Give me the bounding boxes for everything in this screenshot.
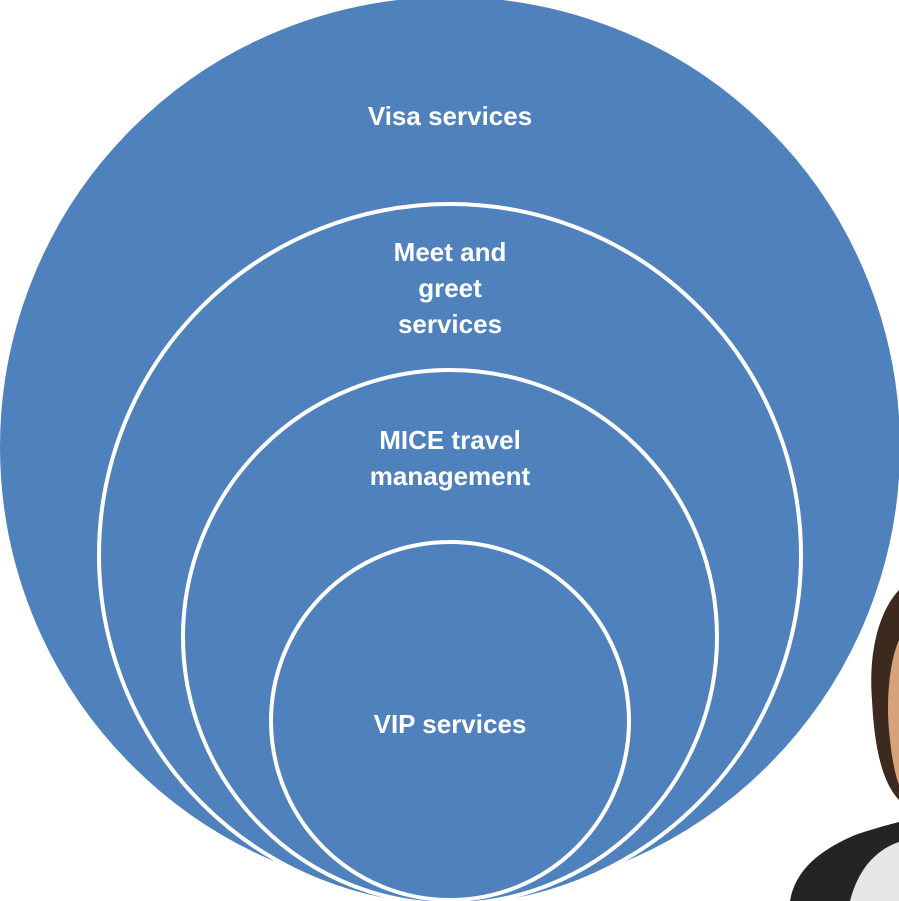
ring-label-vip-services: VIP services: [373, 709, 527, 739]
ring-label-visa-services: Visa services: [367, 101, 533, 131]
person-face-shape: [888, 640, 899, 785]
ring-circle-3: [269, 540, 631, 901]
person-collar-shape: [850, 842, 899, 901]
ring-label-mice-travel: MICE travel management: [369, 425, 531, 491]
ring-label-meet-and-greet: Meet and greet services: [393, 237, 507, 339]
person-photo-fragment: [790, 590, 899, 901]
